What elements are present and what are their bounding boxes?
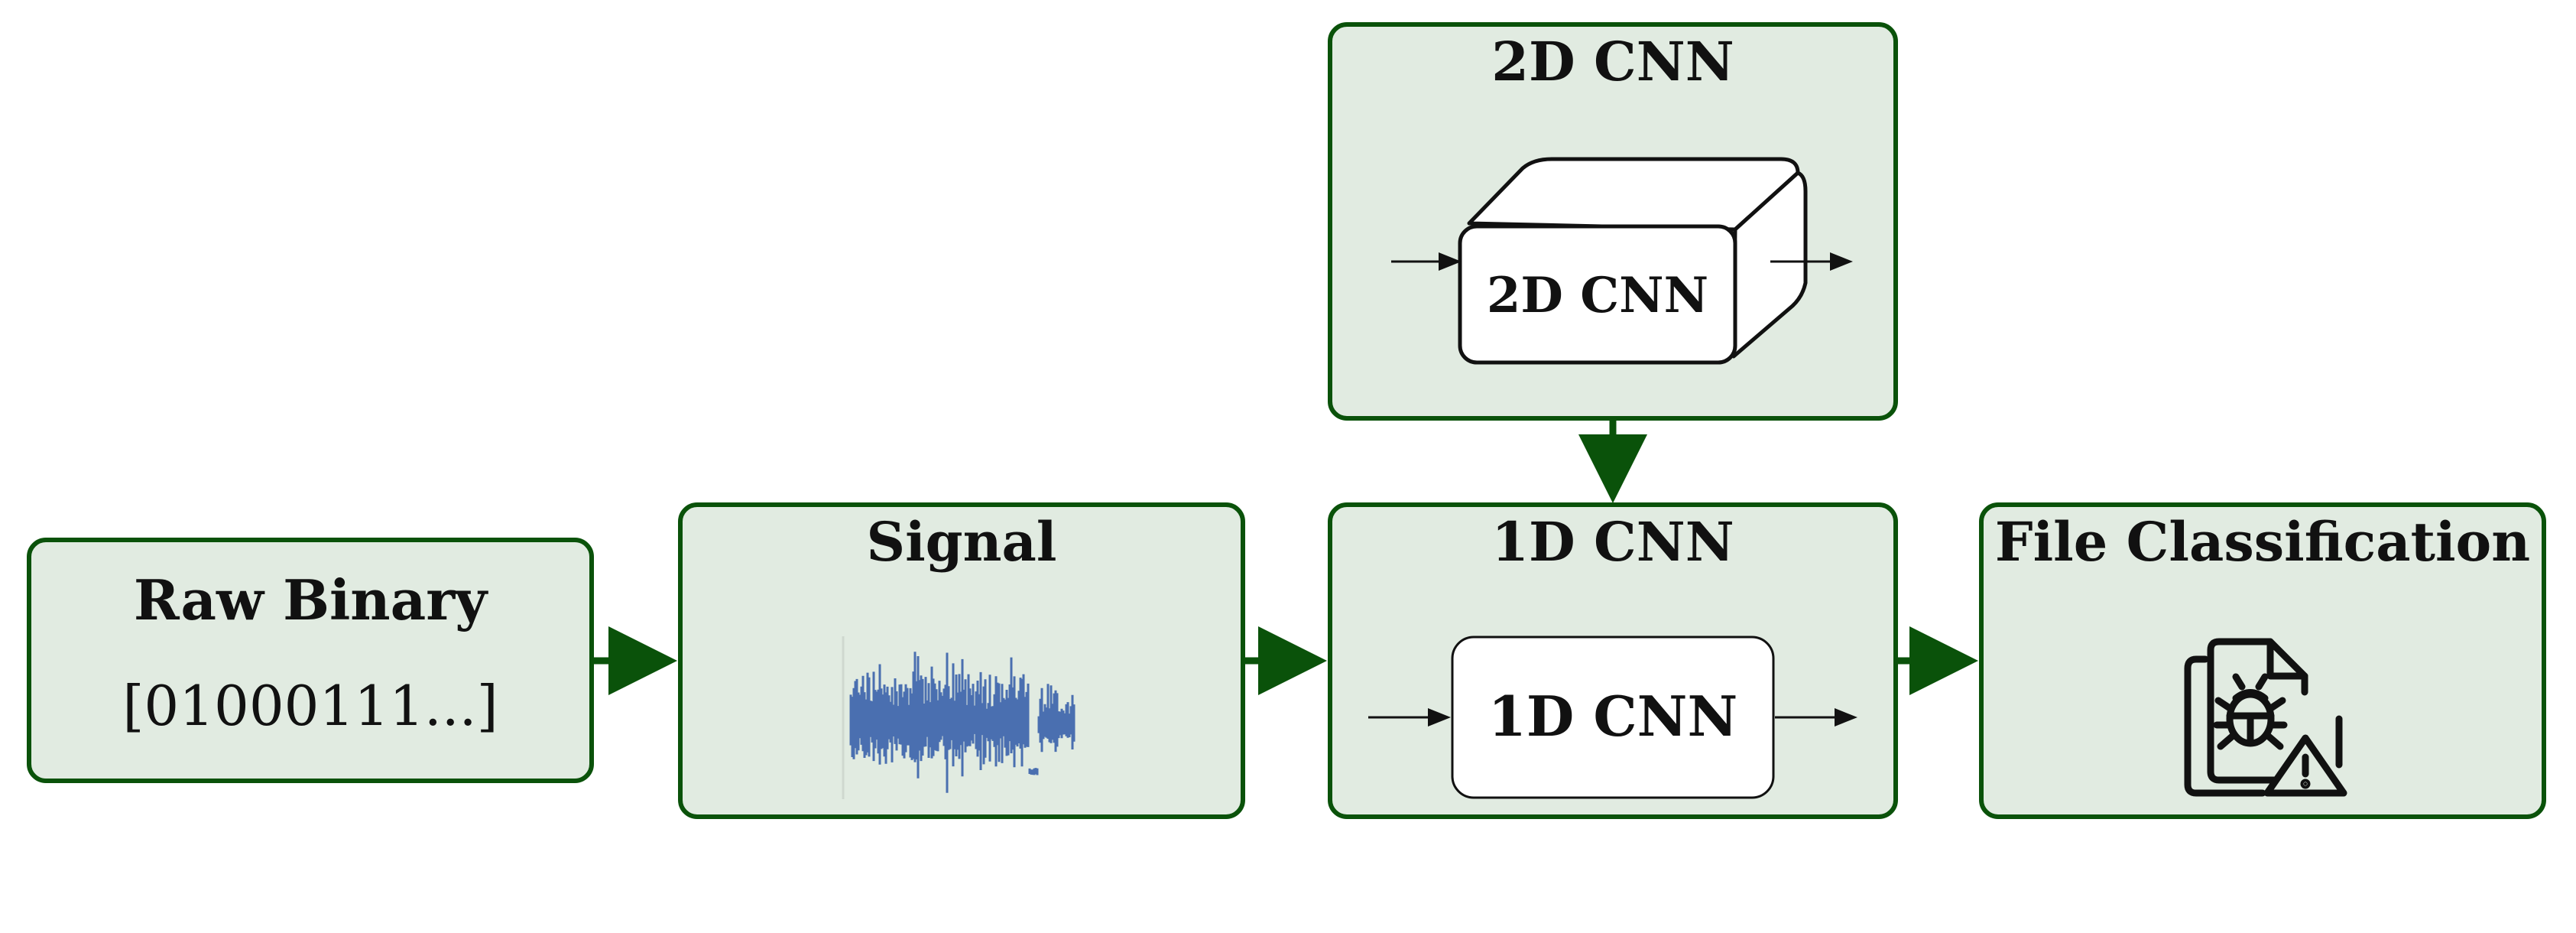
cnn1d-title: 1D CNN <box>1491 510 1734 574</box>
cnn2d-block-label: 2D CNN <box>1487 267 1708 324</box>
cnn1d-block-label: 1D CNN <box>1488 684 1738 749</box>
cnn1d-block <box>1451 636 1775 799</box>
classification-box: File Classification <box>1979 502 2546 819</box>
raw-binary-box: Raw Binary [01000111...] <box>27 538 594 783</box>
signal-title: Signal <box>867 510 1057 574</box>
cnn2d-box: 2D CNN 2D CNN <box>1328 22 1898 421</box>
signal-box: Signal <box>678 502 1245 819</box>
raw-binary-title: Raw Binary <box>134 567 488 632</box>
cnn2d-block: 2D CNN <box>1458 157 1808 365</box>
raw-binary-value: [01000111...] <box>122 674 498 738</box>
cnn1d-box: 1D CNN 1D CNN <box>1328 502 1898 819</box>
signal-waveform <box>842 636 1075 799</box>
malware-file-icon <box>2184 638 2347 797</box>
cnn2d-title: 2D CNN <box>1491 30 1734 93</box>
classification-title: File Classification <box>1995 510 2530 574</box>
